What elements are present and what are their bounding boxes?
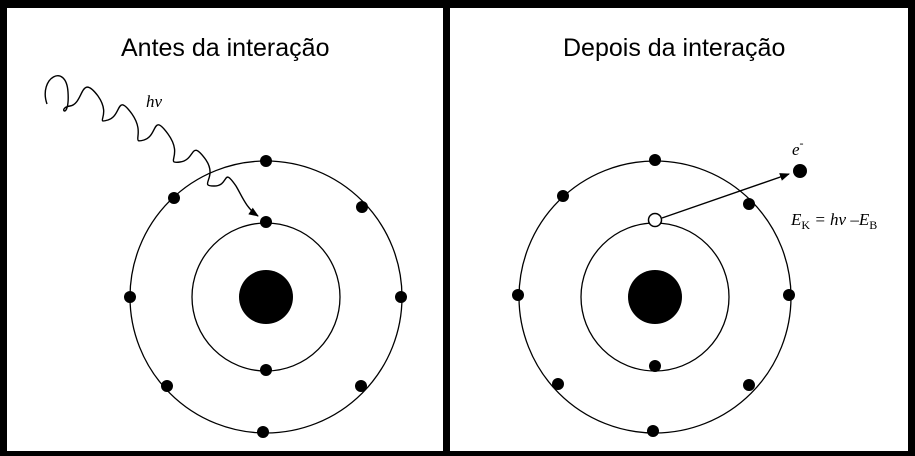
outer-electron-after xyxy=(552,378,564,390)
electron-charge: - xyxy=(800,136,804,150)
outer-electron-after xyxy=(743,198,755,210)
atom-after: e- EK = hv –EB xyxy=(512,136,877,437)
inner-electron-top-before xyxy=(260,216,272,228)
vacancy-hole xyxy=(647,212,663,228)
panel-divider xyxy=(443,0,450,456)
outer-electron-before xyxy=(260,155,272,167)
outer-electron-after xyxy=(649,154,661,166)
photon-wave xyxy=(44,75,259,217)
energy-subscript-k: K xyxy=(801,218,810,232)
outer-electron-after xyxy=(743,379,755,391)
nucleus-after xyxy=(628,270,682,324)
photon-label: hv xyxy=(146,92,163,111)
inner-electron-bottom-before xyxy=(260,364,272,376)
outer-electron-before xyxy=(356,201,368,213)
outer-electron-before xyxy=(257,426,269,438)
outer-electron-after xyxy=(783,289,795,301)
outer-electron-before xyxy=(124,291,136,303)
outer-electron-after xyxy=(647,425,659,437)
atom-before: hv xyxy=(44,75,407,438)
ejected-electron xyxy=(793,164,807,178)
ejection-arrow xyxy=(661,173,790,219)
panel-title-after: Depois da interação xyxy=(563,34,786,62)
outer-electron-before xyxy=(355,380,367,392)
electron-symbol: e xyxy=(792,140,800,159)
energy-equation-body: = hv –E xyxy=(810,210,870,229)
electron-label: e- xyxy=(792,136,804,159)
outer-electron-before xyxy=(161,380,173,392)
inner-electron-bottom-after xyxy=(649,360,661,372)
kinetic-energy-equation: EK = hv –EB xyxy=(790,210,877,232)
outer-electron-before xyxy=(168,192,180,204)
panel-title-before: Antes da interação xyxy=(121,34,330,62)
nucleus-before xyxy=(239,270,293,324)
outer-electron-after xyxy=(512,289,524,301)
outer-electron-after xyxy=(557,190,569,202)
outer-electron-before xyxy=(395,291,407,303)
energy-symbol-k: E xyxy=(790,210,802,229)
energy-subscript-b: B xyxy=(869,218,877,232)
